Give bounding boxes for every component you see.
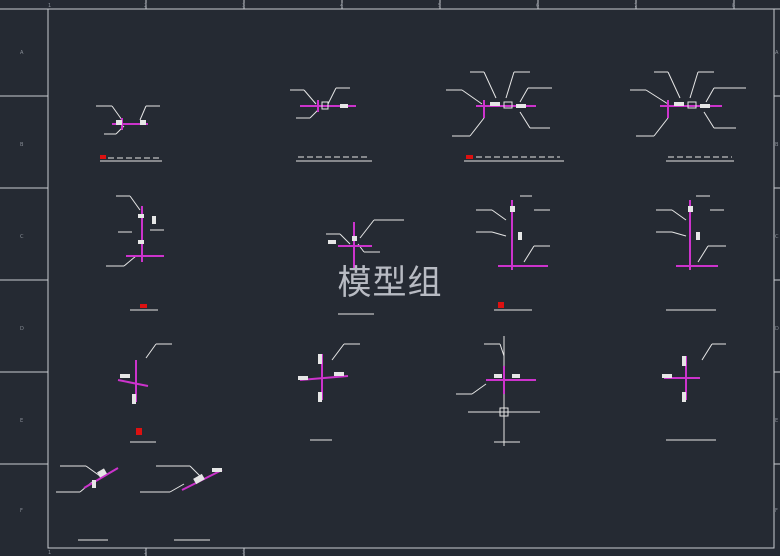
col-label-bottom-1: 1 [48, 550, 51, 556]
detail-r3-c4[interactable] [662, 343, 726, 441]
col-label-bottom-3: 3 [242, 550, 245, 556]
border-labels: 1 2 3 4 5 6 7 8 1 2 3 A B C D E F A B C … [20, 3, 779, 556]
detail-r3-c3[interactable] [456, 336, 540, 446]
col-label-8: 8 [732, 3, 735, 9]
detail-r3-c1[interactable] [117, 343, 172, 443]
row-label-f-right: F [775, 508, 778, 514]
detail-r1-c1[interactable] [96, 105, 162, 162]
detail-r4-c1[interactable] [56, 465, 119, 541]
row-label-a: A [20, 50, 24, 56]
row-label-a-right: A [775, 50, 779, 56]
row-label-e-right: E [775, 418, 778, 424]
row-label-d: D [20, 326, 24, 332]
row-label-e: E [20, 418, 23, 424]
detail-r2-c1[interactable] [106, 195, 164, 311]
col-label-5: 5 [438, 3, 441, 9]
detail-r1-c4[interactable] [630, 71, 746, 162]
row-label-d-right: D [775, 326, 779, 332]
row-label-b-right: B [775, 142, 779, 148]
row-label-f: F [20, 508, 23, 514]
row-label-c: C [20, 234, 24, 240]
detail-r3-c2[interactable] [298, 343, 360, 441]
detail-r2-c2[interactable] [326, 219, 404, 315]
detail-r1-c3[interactable] [446, 71, 564, 162]
detail-r4-c2[interactable] [140, 465, 223, 541]
detail-r2-c3[interactable] [476, 195, 550, 311]
col-label-1: 1 [48, 3, 51, 9]
row-label-c-right: C [775, 234, 779, 240]
col-label-2: 2 [144, 3, 147, 9]
col-label-4: 4 [340, 3, 343, 9]
detail-r1-c2[interactable] [290, 87, 372, 162]
detail-r2-c4[interactable] [656, 195, 726, 311]
row-label-b: B [20, 142, 24, 148]
col-label-7: 7 [634, 3, 637, 9]
col-label-6: 6 [536, 3, 539, 9]
col-label-bottom-2: 2 [144, 550, 147, 556]
col-label-3: 3 [242, 3, 245, 9]
